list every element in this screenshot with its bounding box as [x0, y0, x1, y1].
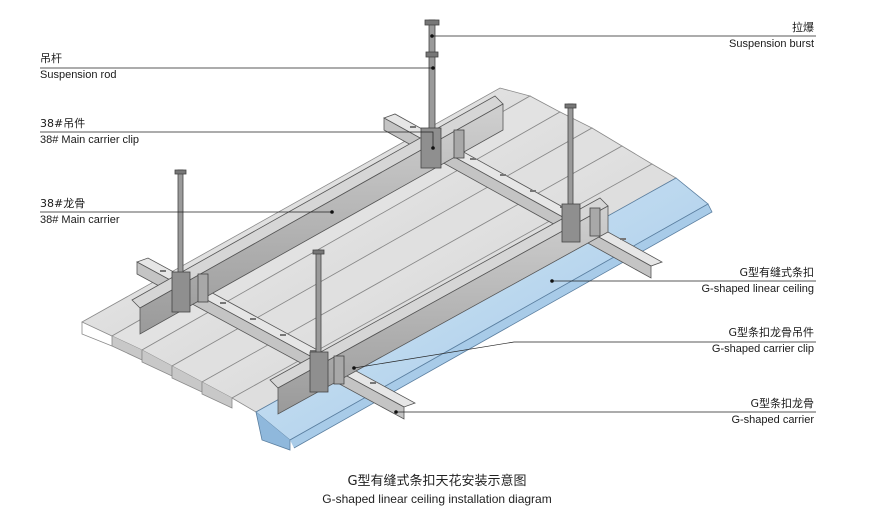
label-main-carrier-clip-zh: 38#吊件	[40, 117, 86, 130]
label-suspension-rod: 吊杆 Suspension rod	[40, 52, 116, 82]
label-carrier-clip-en: G-shaped carrier clip	[711, 343, 814, 355]
leader-lines	[40, 34, 816, 414]
label-main-carrier-zh: 38#龙骨	[40, 197, 86, 210]
carrier-clips	[171, 127, 601, 393]
label-main-carrier: 38#龙骨 38# Main carrier	[40, 197, 119, 227]
diagram-caption: G型有缝式条扣天花安装示意图 G-shaped linear ceiling i…	[0, 470, 874, 506]
label-main-carrier-clip-en: 38# Main carrier clip	[40, 134, 140, 146]
label-suspension-burst-zh: 拉爆	[792, 21, 814, 34]
caption-en: G-shaped linear ceiling installation dia…	[322, 492, 552, 506]
suspension-rods	[174, 19, 577, 359]
caption-zh: G型有缝式条扣天花安装示意图	[347, 474, 527, 489]
label-suspension-burst: 拉爆 Suspension burst	[700, 21, 814, 51]
label-linear-ceiling-zh: G型有缝式条扣	[739, 266, 814, 279]
label-carrier-clip-zh: G型条扣龙骨吊件	[728, 326, 814, 339]
main-carriers	[131, 95, 609, 415]
label-main-carrier-en: 38# Main carrier	[40, 214, 120, 226]
label-suspension-rod-zh: 吊杆	[40, 52, 62, 65]
label-linear-ceiling-en: G-shaped linear ceiling	[701, 283, 814, 295]
label-linear-ceiling: G型有缝式条扣 G-shaped linear ceiling	[650, 266, 814, 296]
label-carrier: G型条扣龙骨 G-shaped carrier	[650, 397, 814, 427]
label-suspension-rod-en: Suspension rod	[40, 69, 117, 81]
label-carrier-clip: G型条扣龙骨吊件 G-shaped carrier clip	[650, 326, 814, 356]
label-suspension-burst-en: Suspension burst	[729, 38, 814, 50]
label-main-carrier-clip: 38#吊件 38# Main carrier clip	[40, 117, 139, 147]
label-carrier-en: G-shaped carrier	[731, 414, 814, 426]
label-carrier-zh: G型条扣龙骨	[750, 397, 814, 410]
